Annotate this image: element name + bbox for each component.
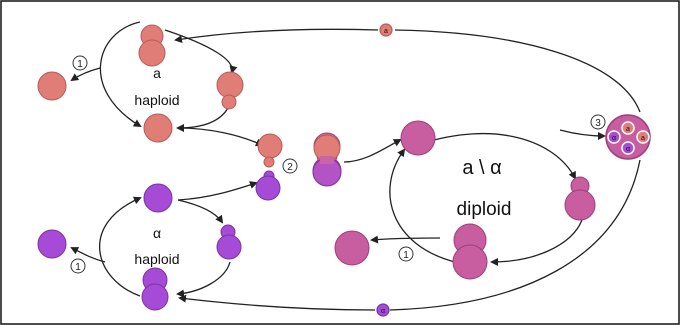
- diploid-cycle: a \ α diploid 1: [334, 120, 596, 280]
- alpha-haploid-cell: [143, 183, 173, 213]
- alpha-haploid-cycle: α haploid 1: [37, 183, 242, 311]
- mating-stage: 2: [177, 127, 402, 201]
- marker-1-bottom-left: 1: [70, 258, 86, 274]
- alpha-released-cell: [37, 229, 67, 259]
- ascospore-a-1: [621, 121, 635, 135]
- ascus: a a α α: [605, 114, 651, 160]
- marker-3: 3: [590, 114, 606, 130]
- ascospore-alpha-1: [607, 130, 621, 144]
- svg-text:1: 1: [75, 262, 81, 273]
- spore-alpha-bottom: α: [376, 303, 390, 317]
- a-budding-cell-right: [216, 71, 244, 110]
- spore-return-paths: a α: [174, 23, 641, 317]
- svg-text:1: 1: [77, 59, 83, 70]
- svg-text:a: a: [641, 135, 645, 142]
- spore-a-top: a: [379, 23, 393, 37]
- arrow-alpha-to-mating: [177, 181, 258, 201]
- arrow-alpha-spore-to-alpha-haploid: [178, 294, 376, 311]
- alpha-budding-cell-bottom: [141, 267, 169, 311]
- svg-text:3: 3: [595, 118, 601, 129]
- marker-2: 2: [282, 158, 298, 174]
- arc-ascus-to-a-spore: [394, 29, 641, 113]
- a-haploid-letter: a: [153, 65, 161, 81]
- arc-ascus-to-alpha-spore: [389, 159, 641, 311]
- a-released-cell: [37, 71, 67, 101]
- arrow-a-to-mating: [177, 127, 264, 147]
- diploid-letter: a \ α: [462, 157, 501, 179]
- diploid-cell-top: [400, 120, 436, 156]
- zygote-cell: [312, 132, 342, 187]
- arrow-diploid-top: [419, 132, 576, 180]
- svg-text:α: α: [381, 308, 385, 315]
- sporulation: 3 a a α α: [559, 114, 651, 160]
- arrow-alpha-release: [70, 247, 106, 263]
- alpha-budding-cell-right: [216, 224, 242, 260]
- arrow-alpha-right-down: [177, 199, 224, 224]
- alpha-haploid-word: haploid: [134, 251, 179, 267]
- arrow-a-right-down: [164, 29, 238, 74]
- arrow-to-ascus: [559, 129, 606, 140]
- arrow-a-left: [99, 21, 142, 128]
- arrow-alpha-right-up: [176, 261, 231, 298]
- arrow-diploid-release: [370, 235, 441, 244]
- diploid-word: diploid: [457, 199, 512, 220]
- svg-text:a: a: [384, 28, 388, 35]
- svg-text:2: 2: [287, 162, 293, 173]
- a-haploid-cell: [143, 113, 173, 143]
- diploid-released-cell: [334, 230, 370, 266]
- marker-1-top: 1: [72, 55, 88, 71]
- arrow-zygote-to-diploid: [343, 139, 402, 163]
- svg-text:1: 1: [403, 250, 409, 261]
- arrow-a-release: [70, 67, 101, 82]
- svg-text:α: α: [612, 135, 616, 142]
- diploid-budding-cell-right: [564, 176, 596, 221]
- svg-text:α: α: [626, 146, 630, 153]
- arrow-a-spore-to-a-haploid: [174, 28, 379, 44]
- marker-1-bottom-right: 1: [398, 246, 414, 262]
- ascospore-alpha-2: [621, 141, 635, 155]
- arrow-diploid-left: [389, 148, 456, 263]
- a-budding-cell-top: [138, 24, 166, 67]
- arrow-alpha-left: [99, 196, 142, 297]
- a-haploid-word: haploid: [134, 92, 179, 108]
- a-haploid-cycle: a haploid 1: [37, 21, 244, 143]
- arrow-a-right-up: [176, 107, 229, 132]
- arrow-diploid-right: [490, 219, 583, 266]
- alpha-haploid-letter: α: [153, 225, 161, 241]
- svg-text:a: a: [626, 126, 630, 133]
- diploid-budding-cell-bottom: [452, 223, 488, 280]
- mating-pair: [255, 133, 283, 201]
- ascospore-a-2: [636, 130, 650, 144]
